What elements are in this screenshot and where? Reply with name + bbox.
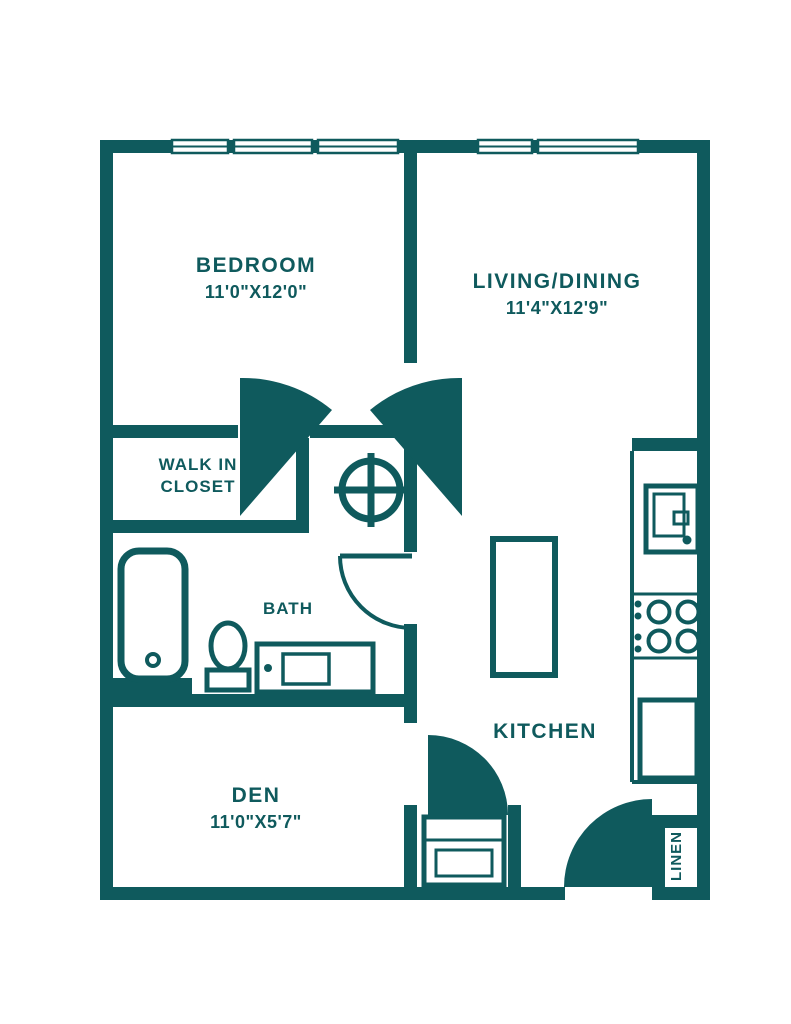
kitchen-label: KITCHEN [493, 720, 597, 743]
kitchen-sink-board [672, 510, 690, 526]
wall-bedroom-living [404, 153, 417, 363]
cooktop-knobs [634, 600, 642, 653]
doors [240, 377, 652, 887]
window [536, 138, 640, 155]
wall-closet-bottom [112, 520, 309, 533]
walk-in-closet-label-line2: CLOSET [161, 477, 236, 496]
window [170, 138, 230, 155]
linen-label: LINEN [668, 831, 685, 881]
bedroom-door-swing [240, 377, 332, 516]
window [316, 138, 400, 155]
kitchen-island [490, 536, 558, 678]
wall-kitchen-top [632, 438, 710, 451]
wall-bath-right-upper [404, 438, 417, 552]
wall-linen-top [652, 815, 710, 828]
interior-walls [112, 153, 710, 900]
refrigerator [637, 697, 700, 781]
wall-linen-left [652, 815, 665, 900]
entry-door-swing [564, 799, 652, 887]
bedroom-label: BEDROOM [196, 254, 316, 277]
wall-den-right-stub [404, 707, 417, 723]
walk-in-closet-label-line1: WALK IN [159, 455, 238, 474]
den-label: DEN [232, 784, 281, 807]
laundry-door-swing [428, 735, 508, 815]
wall-bottom-left [100, 887, 565, 900]
bathtub [117, 547, 189, 683]
wall-bath-den [112, 694, 417, 707]
window [232, 138, 314, 155]
kitchen-faucet [682, 535, 692, 545]
washer-dryer [421, 814, 507, 888]
windows [170, 138, 640, 155]
kitchen-fixtures [490, 451, 701, 784]
wall-den-right-lower [404, 805, 417, 900]
vanity-sink [281, 652, 331, 686]
labels: BEDROOM 11'0"X12'0" LIVING/DINING 11'4"X… [159, 254, 685, 881]
wall-laundry-right [508, 805, 521, 900]
bath-label: BATH [263, 599, 313, 618]
den-dims: 11'0"X5'7" [210, 812, 302, 832]
toilet-bowl [208, 620, 248, 672]
toilet-tank [204, 667, 252, 693]
bath-fixtures [117, 453, 408, 695]
kitchen-sink-basin [652, 492, 686, 538]
living-dining-label: LIVING/DINING [473, 270, 642, 293]
hall-door-swing [370, 377, 462, 516]
wall-bottom-right [652, 887, 710, 900]
cooktop-burners [646, 599, 701, 654]
wall-tub-foot [112, 678, 192, 694]
living-dining-dims: 11'4"X12'9" [506, 298, 608, 318]
wall-closet-top [112, 425, 238, 438]
bedroom-dims: 11'0"X12'0" [205, 282, 307, 302]
bath-door-arc [338, 555, 413, 630]
shower-drain-symbol [334, 453, 408, 527]
wall-right [697, 140, 710, 900]
bathtub-drain [145, 652, 161, 668]
wall-closet-right [296, 438, 309, 533]
vanity-faucet [264, 664, 272, 672]
window [476, 138, 534, 155]
wall-left [100, 140, 113, 900]
wall-bath-right-lower [404, 624, 417, 707]
